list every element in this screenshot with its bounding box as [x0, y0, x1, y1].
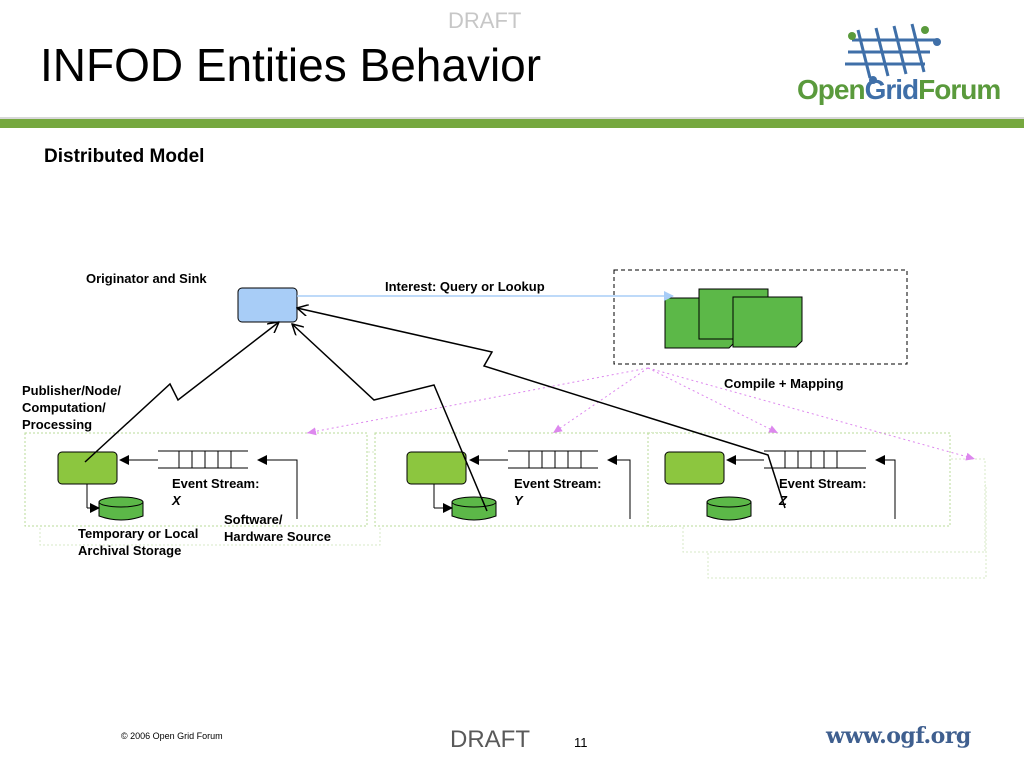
originator-sink-box — [237, 287, 298, 323]
footer-url: www.ogf.org — [826, 723, 971, 749]
compile-mapping-label: Compile + Mapping — [724, 376, 844, 391]
draft-watermark-top: DRAFT — [448, 8, 522, 33]
page-title: INFOD Entities Behavior — [40, 39, 542, 91]
event-stream-y-id: Y — [514, 493, 523, 508]
event-stream-z-id: Z — [779, 493, 787, 508]
software-source-label: Software/ Hardware Source — [224, 511, 331, 545]
mapping-arrow-2 — [552, 367, 649, 434]
event-queue-z — [764, 450, 866, 469]
copyright-text: © 2006 Open Grid Forum — [121, 731, 223, 741]
logo-forum: Forum — [918, 74, 1001, 105]
publisher-label-line3: Processing — [22, 417, 93, 432]
storage-label: Temporary or Local Archival Storage — [78, 525, 198, 559]
storage-cylinder-x — [98, 496, 144, 521]
storage-cylinder-y — [451, 496, 497, 521]
slide-subtitle: Distributed Model — [44, 146, 205, 167]
event-queue-x — [158, 450, 248, 469]
publisher-node-y — [406, 451, 467, 485]
interest-label: Interest: Query or Lookup — [385, 279, 545, 294]
originator-label: Originator and Sink — [86, 271, 207, 286]
software-label-line1: Software/ — [224, 512, 283, 527]
storage-label-line1: Temporary or Local — [78, 526, 199, 541]
event-stream-z-label: Event Stream: Z — [779, 475, 866, 509]
publisher-label-line2: Computation/ — [22, 400, 106, 415]
mapping-arrow-1 — [306, 367, 649, 436]
publisher-label-line1: Publisher/Node/ — [22, 383, 121, 398]
mapping-arrow-4 — [647, 367, 976, 461]
notify-arrow-x — [84, 322, 279, 463]
header-divider — [0, 117, 1024, 119]
publisher-label: Publisher/Node/ Computation/ Processing — [22, 382, 121, 433]
event-stream-x-id: X — [172, 493, 181, 508]
logo-open: Open — [797, 74, 866, 105]
event-stream-x-label: Event Stream: X — [172, 475, 259, 509]
document-stack-icon — [664, 288, 803, 349]
registry-dashed-box — [613, 269, 908, 365]
storage-cylinder-z — [706, 496, 752, 521]
header-green-bar — [0, 119, 1024, 128]
publisher-node-x — [57, 451, 118, 485]
logo-grid: Grid — [864, 74, 920, 105]
ogf-logo: OpenGridForum — [797, 74, 1001, 106]
software-label-line2: Hardware Source — [224, 529, 331, 544]
notify-arrow-y — [292, 324, 488, 512]
event-queue-y — [508, 450, 598, 469]
event-stream-z-text: Event Stream: — [779, 476, 867, 491]
draft-watermark-bottom: DRAFT — [450, 726, 530, 753]
event-stream-y-label: Event Stream: Y — [514, 475, 601, 509]
publisher-node-z — [664, 451, 725, 485]
event-stream-x-text: Event Stream: — [172, 476, 260, 491]
page-number: 11 — [574, 735, 588, 750]
event-stream-y-text: Event Stream: — [514, 476, 602, 491]
notify-arrow-z — [297, 308, 786, 509]
mapping-arrow-3 — [647, 367, 779, 434]
storage-label-line2: Archival Storage — [78, 543, 182, 558]
